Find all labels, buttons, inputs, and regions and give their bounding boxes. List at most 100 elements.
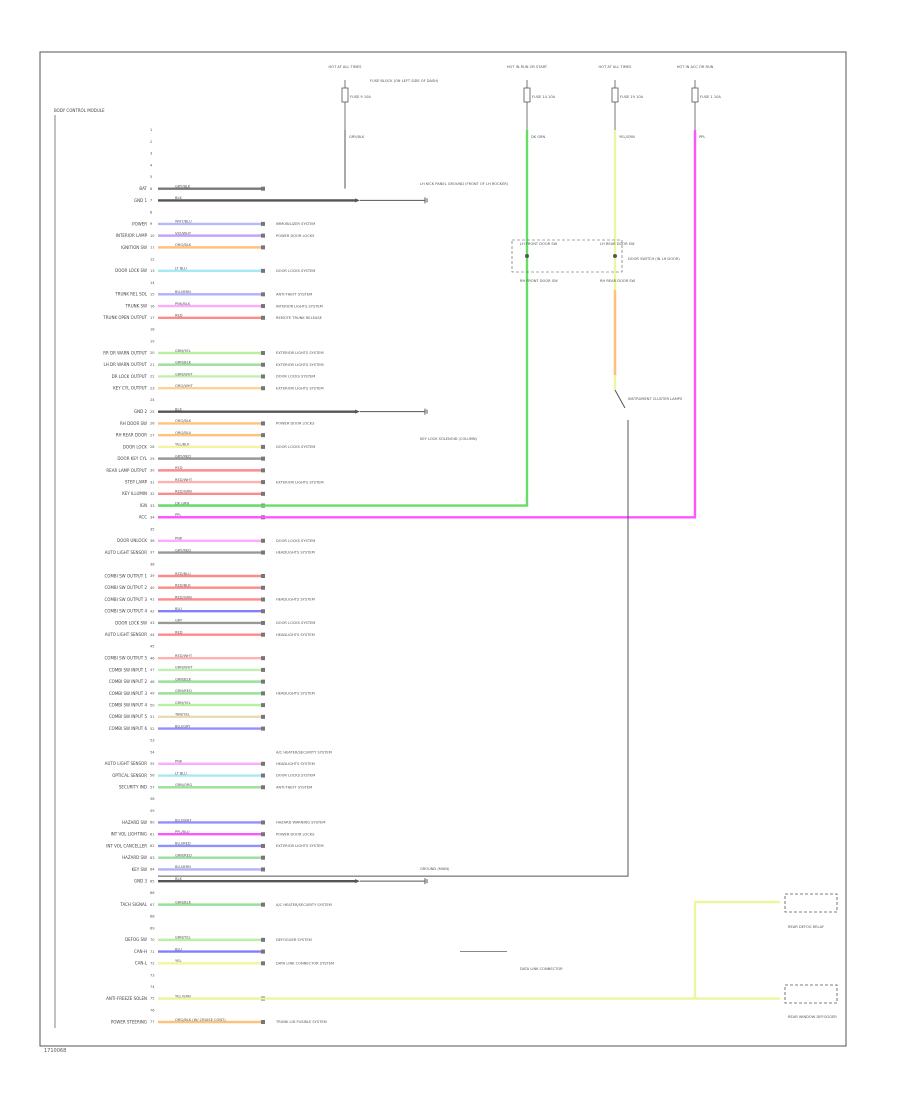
connector-terminal <box>261 620 265 625</box>
feed-wire: DK GRN <box>531 135 546 139</box>
pin-number: 14 <box>150 281 155 285</box>
pin-number: 70 <box>150 938 155 942</box>
pin-label: LH DR WARN OUTPUT <box>104 362 148 367</box>
pin-number: 10 <box>150 234 155 238</box>
pin-number: 36 <box>150 539 155 543</box>
wire-color-label: GRN/RED <box>175 853 192 857</box>
wire-color-label: ORG/WHT <box>175 384 194 388</box>
pin-number: 37 <box>150 551 155 555</box>
wire-color-label: GRY/RED <box>175 548 191 552</box>
fuse-symbol <box>523 87 531 103</box>
ground-symbol <box>424 408 428 415</box>
pin-label: KEY ILLUMIN <box>122 491 147 496</box>
connector-terminal <box>261 714 265 719</box>
wire-color-label: TAN/YEL <box>174 713 190 717</box>
pin-number: 20 <box>150 351 155 355</box>
connector-terminal <box>261 855 265 860</box>
connector-terminal <box>261 351 265 355</box>
connector-terminal <box>261 867 265 872</box>
pin-label: COMBI SW OUTPUT 3 <box>105 597 148 602</box>
fuse-symbol <box>611 87 619 103</box>
wire-color-label: RED <box>175 466 183 470</box>
pin-label: CAN-L <box>135 961 148 966</box>
pin-number: 32 <box>150 492 155 496</box>
connector-terminal <box>261 574 265 578</box>
defog-relay-box <box>784 893 838 913</box>
wire-color-label: BLU/GRY <box>175 724 191 728</box>
pin-system-note: DOOR LOCKS SYSTEM <box>276 375 315 379</box>
connector-terminal <box>261 374 265 379</box>
wire-color-label: RED/BLU <box>175 572 191 576</box>
pin-system-note: EXTERIOR LIGHTS SYSTEM <box>276 351 324 355</box>
pin-system-note: DOOR LOCKS SYSTEM <box>276 269 315 273</box>
pin-number: 34 <box>150 516 155 520</box>
pin-label: COMBI SW OUTPUT 2 <box>105 585 148 590</box>
pin-number: 72 <box>150 962 155 966</box>
connector-label: LH REAR DOOR SW <box>600 242 635 246</box>
connector-label: RH REAR DOOR SW <box>600 279 636 283</box>
connector-terminal <box>261 491 265 496</box>
wire-color-label: ORG/BLK <box>175 419 192 423</box>
pin-system-note: DEFOGGER SYSTEM <box>276 938 312 942</box>
pin-system-note: HEADLIGHTS SYSTEM <box>276 598 315 602</box>
pin-label: COMBI SW INPUT 1 <box>109 667 148 672</box>
pin-system-note: A/C HEATER/SECURITY SYSTEM <box>276 903 332 907</box>
pin-label: POWER <box>132 221 147 226</box>
pin-label: DOOR LOCK SW <box>115 268 147 273</box>
pin-number: 74 <box>150 985 155 989</box>
pin-system-note: DOOR LOCKS SYSTEM <box>276 445 315 449</box>
wire-color-label: PNK/BLK <box>175 302 191 306</box>
pin-label: COMBI SW INPUT 6 <box>109 726 148 731</box>
connector-terminal <box>261 843 265 848</box>
connector-terminal <box>261 703 265 708</box>
wire-color-label: YEL/GRN <box>175 994 191 998</box>
pin-number: 19 <box>150 339 155 343</box>
wire-color-label: VIO/WHT <box>175 231 192 235</box>
pin-label: OPTICAL SENSOR <box>112 773 147 778</box>
pin-label: BAT <box>139 186 147 191</box>
pin-number: 3 <box>150 152 152 156</box>
wire-color-label: ORG/BLU <box>175 431 192 435</box>
wire-color-label: DK GRN <box>175 501 190 505</box>
pin-label: REAR LAMP OUTPUT <box>106 468 147 473</box>
component-note: FUSE BLOCK (ON LEFT SIDE OF DASH) <box>370 79 439 83</box>
wire-color-label: GRN/YEL <box>175 936 191 940</box>
pin-label: RH DOOR SW <box>120 421 147 426</box>
wire-color-label: WHT/BLU <box>175 220 192 224</box>
connector-terminal <box>261 233 265 238</box>
wire-color-label: GRY <box>175 619 183 623</box>
component-note: GROUND (MAIN) <box>420 867 450 871</box>
pin-number: 33 <box>150 504 155 508</box>
pin-label: IGN <box>140 503 147 508</box>
pin-number: 60 <box>150 821 155 825</box>
pin-label: HAZARD SW <box>122 820 147 825</box>
wire-color-label: GRY/BLK <box>175 184 191 188</box>
connector-terminal <box>261 726 265 731</box>
pin-label: KEY CYL OUTPUT <box>113 386 147 391</box>
acc-feed-run <box>158 130 697 519</box>
wire-color-label: GRN/WHT <box>175 666 193 670</box>
connector-terminal <box>261 1020 265 1024</box>
wire-color-label: GRN/BLK <box>175 677 192 681</box>
pin-label: ANTI-FREEZE SOLEN <box>106 996 147 1001</box>
pin-system-note: DOOR LOCKS SYSTEM <box>276 539 315 543</box>
pin-number: 48 <box>150 680 155 684</box>
pin-number: 41 <box>150 598 155 602</box>
wire-color-label: PNK <box>175 760 183 764</box>
pin-label: AUTO LIGHT SENSOR <box>105 761 148 766</box>
wire-color-label: RED <box>175 314 183 318</box>
ground-arrow <box>355 198 360 203</box>
pin-label: INTERIOR LAMP <box>116 233 148 238</box>
wire-color-label: GRN/BLK <box>175 361 192 365</box>
pin-number: 11 <box>150 246 155 250</box>
pin-label: DOOR KEY CYL <box>117 456 147 461</box>
pin-label: COMBI SW OUTPUT 5 <box>105 656 148 661</box>
pin-number: 8 <box>150 210 153 214</box>
pin-number: 73 <box>150 973 155 977</box>
pin-number: 52 <box>150 727 155 731</box>
feed-title: HOT IN ACC OR RUN <box>677 65 714 69</box>
fuse-symbol <box>691 87 699 103</box>
wire-color-label: BLU/BRN <box>175 290 191 294</box>
connector-terminal <box>261 538 265 543</box>
pin-number: 53 <box>150 739 155 743</box>
